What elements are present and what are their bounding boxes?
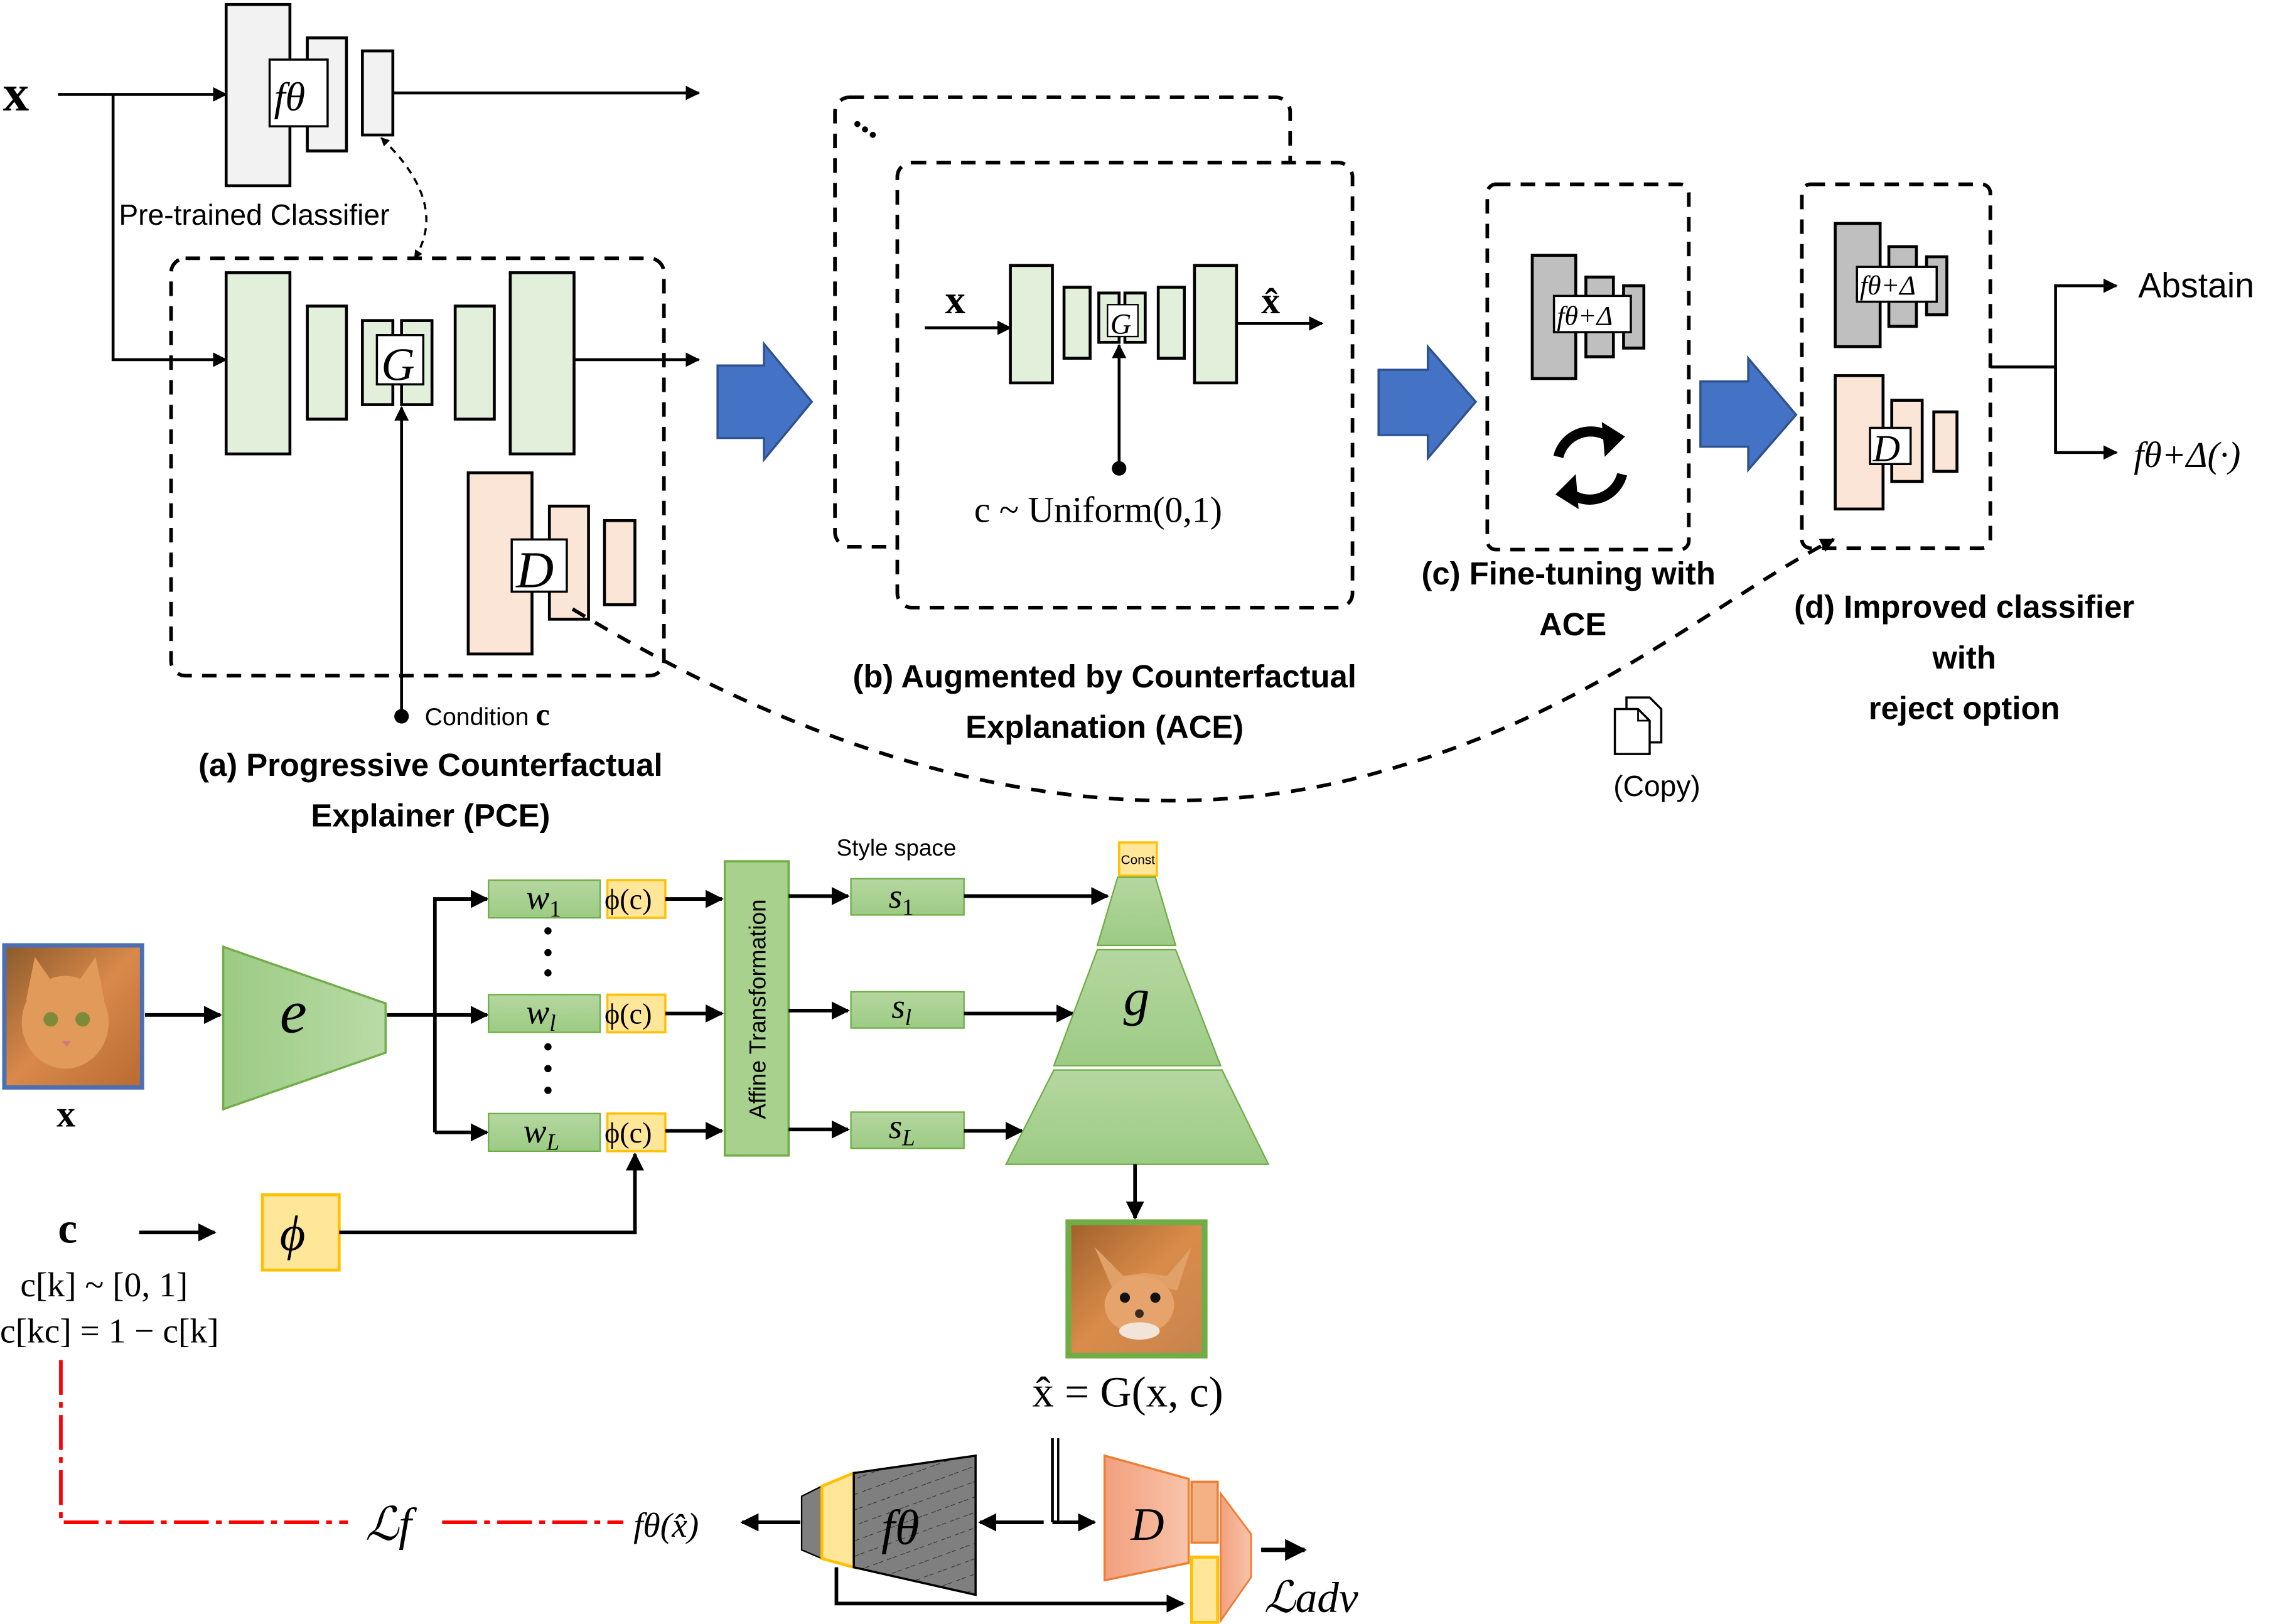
vertical-dots [544,927,552,1094]
copy-discriminator-arrow [571,537,1835,803]
refresh-icon [1553,422,1627,509]
svg-text:sL: sL [889,1107,915,1151]
encoder-symbol: e [280,979,307,1046]
phi-to-latents-arrow [339,1152,644,1235]
improved-discriminator: D [1834,374,1959,511]
latent-w1: w1 ϕ(c) [488,878,667,922]
style-sl: sl [850,987,965,1030]
latent-wl: wl ϕ(c) [488,993,667,1036]
caption-a-line2: Explainer (PCE) [311,798,550,834]
finetune-box [1485,182,1691,552]
improved-discriminator-symbol: D [1873,428,1900,470]
classifier-output-label: fθ(x̂) [633,1506,699,1544]
flow-arrow-b-to-c [1377,343,1478,461]
caption-c-line1: (c) Fine-tuning with [1421,556,1715,591]
input-x-label: x [56,1093,75,1135]
svg-text:sl: sl [891,987,911,1030]
input-cat-image [2,943,144,1090]
style-space-label: Style space [836,835,956,861]
condition-eq-1: c[k] ~ [0, 1] [20,1266,188,1304]
affine-transformation-block [723,860,790,1157]
classifier-feature-arrow [834,1567,1185,1613]
phi-block [261,1193,341,1272]
const-block [1118,841,1158,877]
discriminator-symbol: D [515,541,554,599]
ace-input-label: x [945,277,965,322]
predict-arrow [2054,367,2118,460]
copy-icon [1613,696,1663,755]
ace-generator-symbol: G [1110,308,1131,340]
condition-c-label: c [58,1203,77,1252]
input-x-label: x [3,64,30,122]
pce-box [169,256,666,678]
caption-b-line2: Explanation (ACE) [965,709,1244,745]
bottom-architecture: x e w1 ϕ(c) wl ϕ(c) wL ϕ(c) [0,835,1358,1624]
flow-arrow-c-to-d [1699,355,1798,473]
pretrained-classifier: fθ [224,3,395,188]
ace-condition-dot [1112,461,1127,476]
bottom-classifier-symbol: fθ [881,1500,919,1555]
pce-discriminator: D [466,471,637,656]
panel-d: fθ+Δ D Abstain fθ+Δ(·) (d) Improved clas… [1794,182,2254,726]
phi-c-l: ϕ(c) [605,998,652,1030]
ace-generator: G [1009,264,1239,385]
branch-line [111,94,228,367]
panel-c: fθ+Δ (c) Fine-tuning with ACE (Copy) [1421,182,1716,802]
const-label: Const [1121,853,1155,868]
svg-text:wL: wL [524,1112,560,1155]
style-sL: sL [850,1107,965,1151]
caption-c-line2: ACE [1539,606,1606,642]
caption-d-line2: with [1932,640,1996,675]
classifier-symbol: fθ [274,74,305,119]
pce-generator: G [224,271,576,456]
svg-text:s1: s1 [889,877,914,920]
bottom-discriminator-symbol: D [1130,1498,1164,1550]
svg-text:wl: wl [526,993,556,1036]
phi-symbol: ϕ [280,1206,306,1261]
caption-a-line1: (a) Progressive Counterfactual [198,747,663,783]
ace-output-label: x̂ [1261,279,1280,321]
classifier-caption: Pre-trained Classifier [119,198,389,231]
ace-box [895,161,1355,610]
shared-weights-arrow [380,137,427,259]
output-fox-image [1065,1219,1208,1359]
generator-g-symbol: g [1124,969,1150,1026]
output-abstain: Abstain [2138,266,2254,305]
output-predict: fθ+Δ(·) [2134,436,2240,475]
panel-b: ... x G x̂ c ~ Uniform(0,1) (b) Augmente… [833,95,1357,745]
caption-d-line3: reject option [1869,691,2060,726]
loss-f-path [59,1360,348,1524]
abstain-arrow [2054,278,2118,453]
output-equation: x̂ = G(x, c) [1032,1367,1223,1416]
panel-a: x fθ Pre-trained Classifier G [3,3,701,834]
loss-f-label: ℒf [365,1498,417,1550]
copy-label: (Copy) [1613,770,1701,802]
flow-arrow-a-to-b [716,340,814,463]
condition-dot [394,709,409,724]
svg-text:w1: w1 [526,878,561,922]
stylegan-generator: Const g [1004,841,1270,1165]
bottom-discriminator: D [1103,1454,1252,1624]
ace-condition-expr: c ~ Uniform(0,1) [974,491,1222,530]
latent-wL: wL ϕ(c) [488,1112,667,1155]
finetune-model-symbol: fθ+Δ [1557,301,1613,331]
improved-box [1800,182,1992,551]
finetune-classifier: fθ+Δ [1530,254,1646,380]
affine-label: Affine Transformation [744,899,770,1119]
generator-symbol: G [381,338,414,390]
caption-b-line1: (b) Augmented by Counterfactual [852,659,1356,694]
phi-c-L: ϕ(c) [605,1117,652,1149]
bottom-classifier: fθ [800,1454,977,1596]
improved-model-symbol: fθ+Δ [1860,271,1916,301]
branch-to-w1 [433,890,489,1132]
phi-c-1: ϕ(c) [605,883,652,915]
improved-classifier: fθ+Δ [1834,222,1948,348]
encoder-block [222,945,387,1111]
condition-eq-2: c[kc] = 1 − c[k] [0,1312,219,1350]
caption-d-line1: (d) Improved classifier [1794,589,2134,625]
condition-label: Condition c [425,697,550,732]
style-s1: s1 [850,877,965,920]
loss-adv-label: ℒadv [1264,1573,1358,1621]
